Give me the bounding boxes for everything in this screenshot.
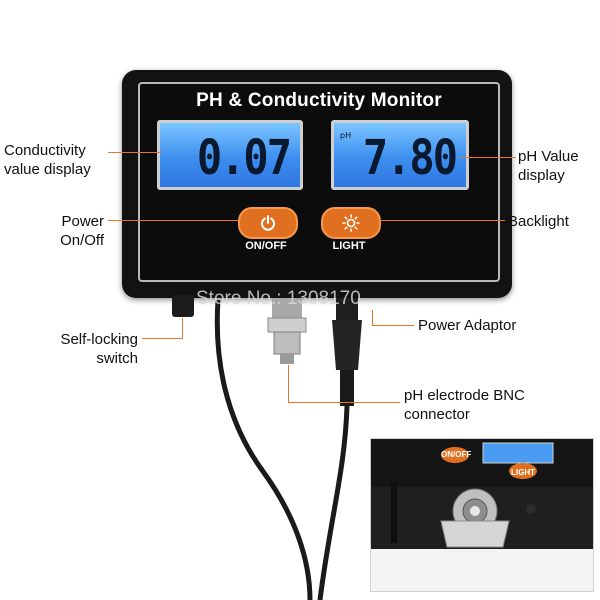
annotation-power-adaptor: Power Adaptor	[418, 317, 517, 334]
annotation-bnc: pH electrode BNC connector	[404, 387, 525, 423]
adaptor-cable	[317, 405, 350, 600]
leader-conductivity	[108, 152, 162, 153]
store-watermark: Store No.: 1308170	[196, 288, 361, 309]
inset-power-label: ON/OFF	[441, 450, 472, 459]
annotation-backlight: Backlight	[508, 213, 569, 230]
leader-ph-value	[460, 157, 516, 158]
light-button[interactable]	[321, 207, 381, 239]
dc-plug	[332, 298, 362, 406]
annotation-self-locking: Self-locking switch	[60, 331, 138, 367]
ph-reading: 7.80	[362, 129, 458, 186]
ph-display: pH 7.80	[331, 120, 469, 190]
annotation-conductivity: Conductivity value display	[4, 142, 91, 178]
conductivity-display: 0.07	[157, 120, 303, 190]
leader-self-locking-h	[142, 338, 182, 339]
leader-bnc-h	[288, 402, 400, 403]
closeup-photo	[371, 439, 593, 549]
monitor-title: PH & Conductivity Monitor	[196, 90, 442, 111]
annotation-ph-value: pH Value display	[518, 148, 579, 184]
bnc-connector	[267, 298, 307, 364]
leader-bnc-v	[288, 365, 289, 403]
light-button-label: LIGHT	[332, 240, 366, 252]
conductivity-reading: 0.07	[196, 129, 292, 186]
power-icon	[261, 215, 275, 231]
leader-power-adaptor-h	[372, 325, 414, 326]
leader-power	[108, 220, 238, 221]
power-cable	[214, 299, 313, 600]
power-button[interactable]	[238, 207, 298, 239]
power-button-label: ON/OFF	[245, 240, 287, 252]
annotation-power: Power On/Off	[60, 213, 104, 249]
inset-light-label: LIGHT	[511, 468, 535, 477]
self-locking-switch[interactable]	[172, 295, 194, 317]
connector-closeup-inset: ON/OFF LIGHT	[370, 438, 594, 592]
leader-power-adaptor-v	[372, 310, 373, 326]
leader-backlight	[377, 220, 505, 221]
sun-icon	[342, 214, 360, 232]
ph-unit-label: pH	[340, 131, 352, 140]
leader-self-locking-v	[182, 318, 183, 339]
